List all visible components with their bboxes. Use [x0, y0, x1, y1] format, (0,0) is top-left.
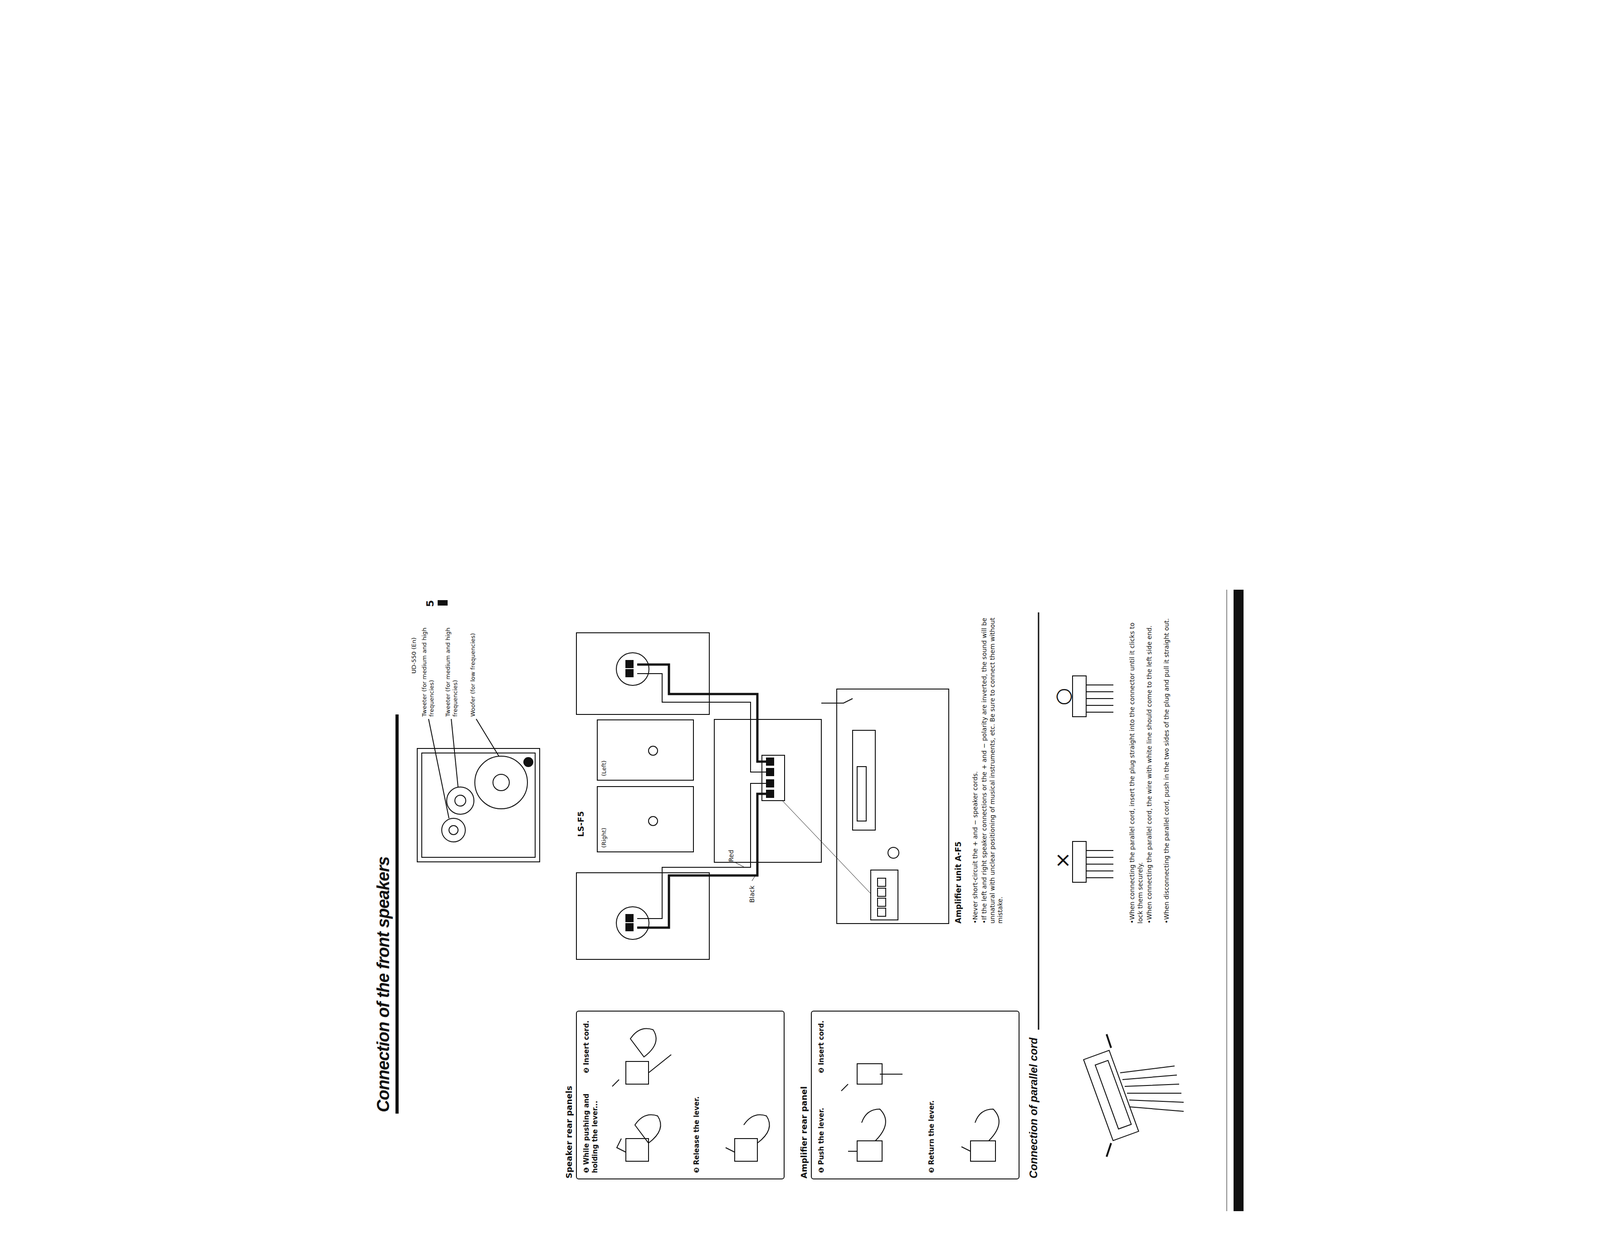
panel-box: Amplifier rear panel❶ Push the lever.❷ I…	[810, 1010, 1020, 1180]
section-heading: Connection of parallel cord	[1026, 1028, 1041, 1179]
note-text: •When connecting the parallel cord, the …	[1145, 610, 1154, 924]
note-text: •When connecting the parallel cord, inse…	[1128, 610, 1145, 924]
step-text: ❶ While pushing and holding the lever...	[582, 1079, 600, 1173]
note-text: •When disconnecting the parallel cord, p…	[1162, 610, 1171, 924]
panel-box: Speaker rear panels❶ While pushing and h…	[575, 1010, 785, 1180]
step-text: ❷ Insert cord.	[582, 1011, 591, 1074]
page-number: 5	[424, 588, 437, 607]
step-text: ❶ Push the lever.	[817, 1079, 826, 1173]
step-text: ❸ Return the lever.	[927, 1079, 937, 1173]
callout-label: Tweeter (for medium and high frequencies…	[444, 607, 460, 717]
node-heading: Amplifier unit A-F5	[953, 787, 964, 924]
correct-mark: ○	[1049, 682, 1075, 706]
document-code: UD-550 (En)	[410, 605, 418, 674]
node-heading: Speaker rear panels	[564, 1014, 575, 1179]
callout-label: Tweeter (for medium and high frequencies…	[420, 607, 436, 717]
illustration	[371, 585, 1261, 1220]
speaker-front: (Right)	[596, 785, 694, 853]
page-title: Connection of the front speakers	[373, 856, 394, 1113]
node-heading: (Left)	[600, 723, 608, 776]
model-label: LS-F5	[575, 782, 587, 837]
wrong-mark: ×	[1049, 845, 1075, 869]
speaker-front: (Left)	[596, 719, 694, 781]
wire-label: Red	[727, 839, 736, 862]
step-text: ❸ Release the lever.	[692, 1079, 702, 1173]
page-frame: Connection of the front speakersSpeaker …	[371, 585, 1261, 1220]
step-text: ❷ Insert cord.	[817, 1011, 826, 1074]
callout-label: Woofer (for low frequencies)	[469, 607, 477, 717]
note-text: •If the left and right speaker connectio…	[980, 614, 1005, 924]
node-heading: Amplifier rear panel	[799, 1014, 810, 1179]
wire-label: Black	[748, 875, 757, 903]
note-text: •Never short-circuit the + and − speaker…	[971, 614, 980, 924]
node-heading: (Right)	[600, 793, 608, 848]
amplifier-unit: Amplifier unit A-F5	[836, 688, 949, 924]
